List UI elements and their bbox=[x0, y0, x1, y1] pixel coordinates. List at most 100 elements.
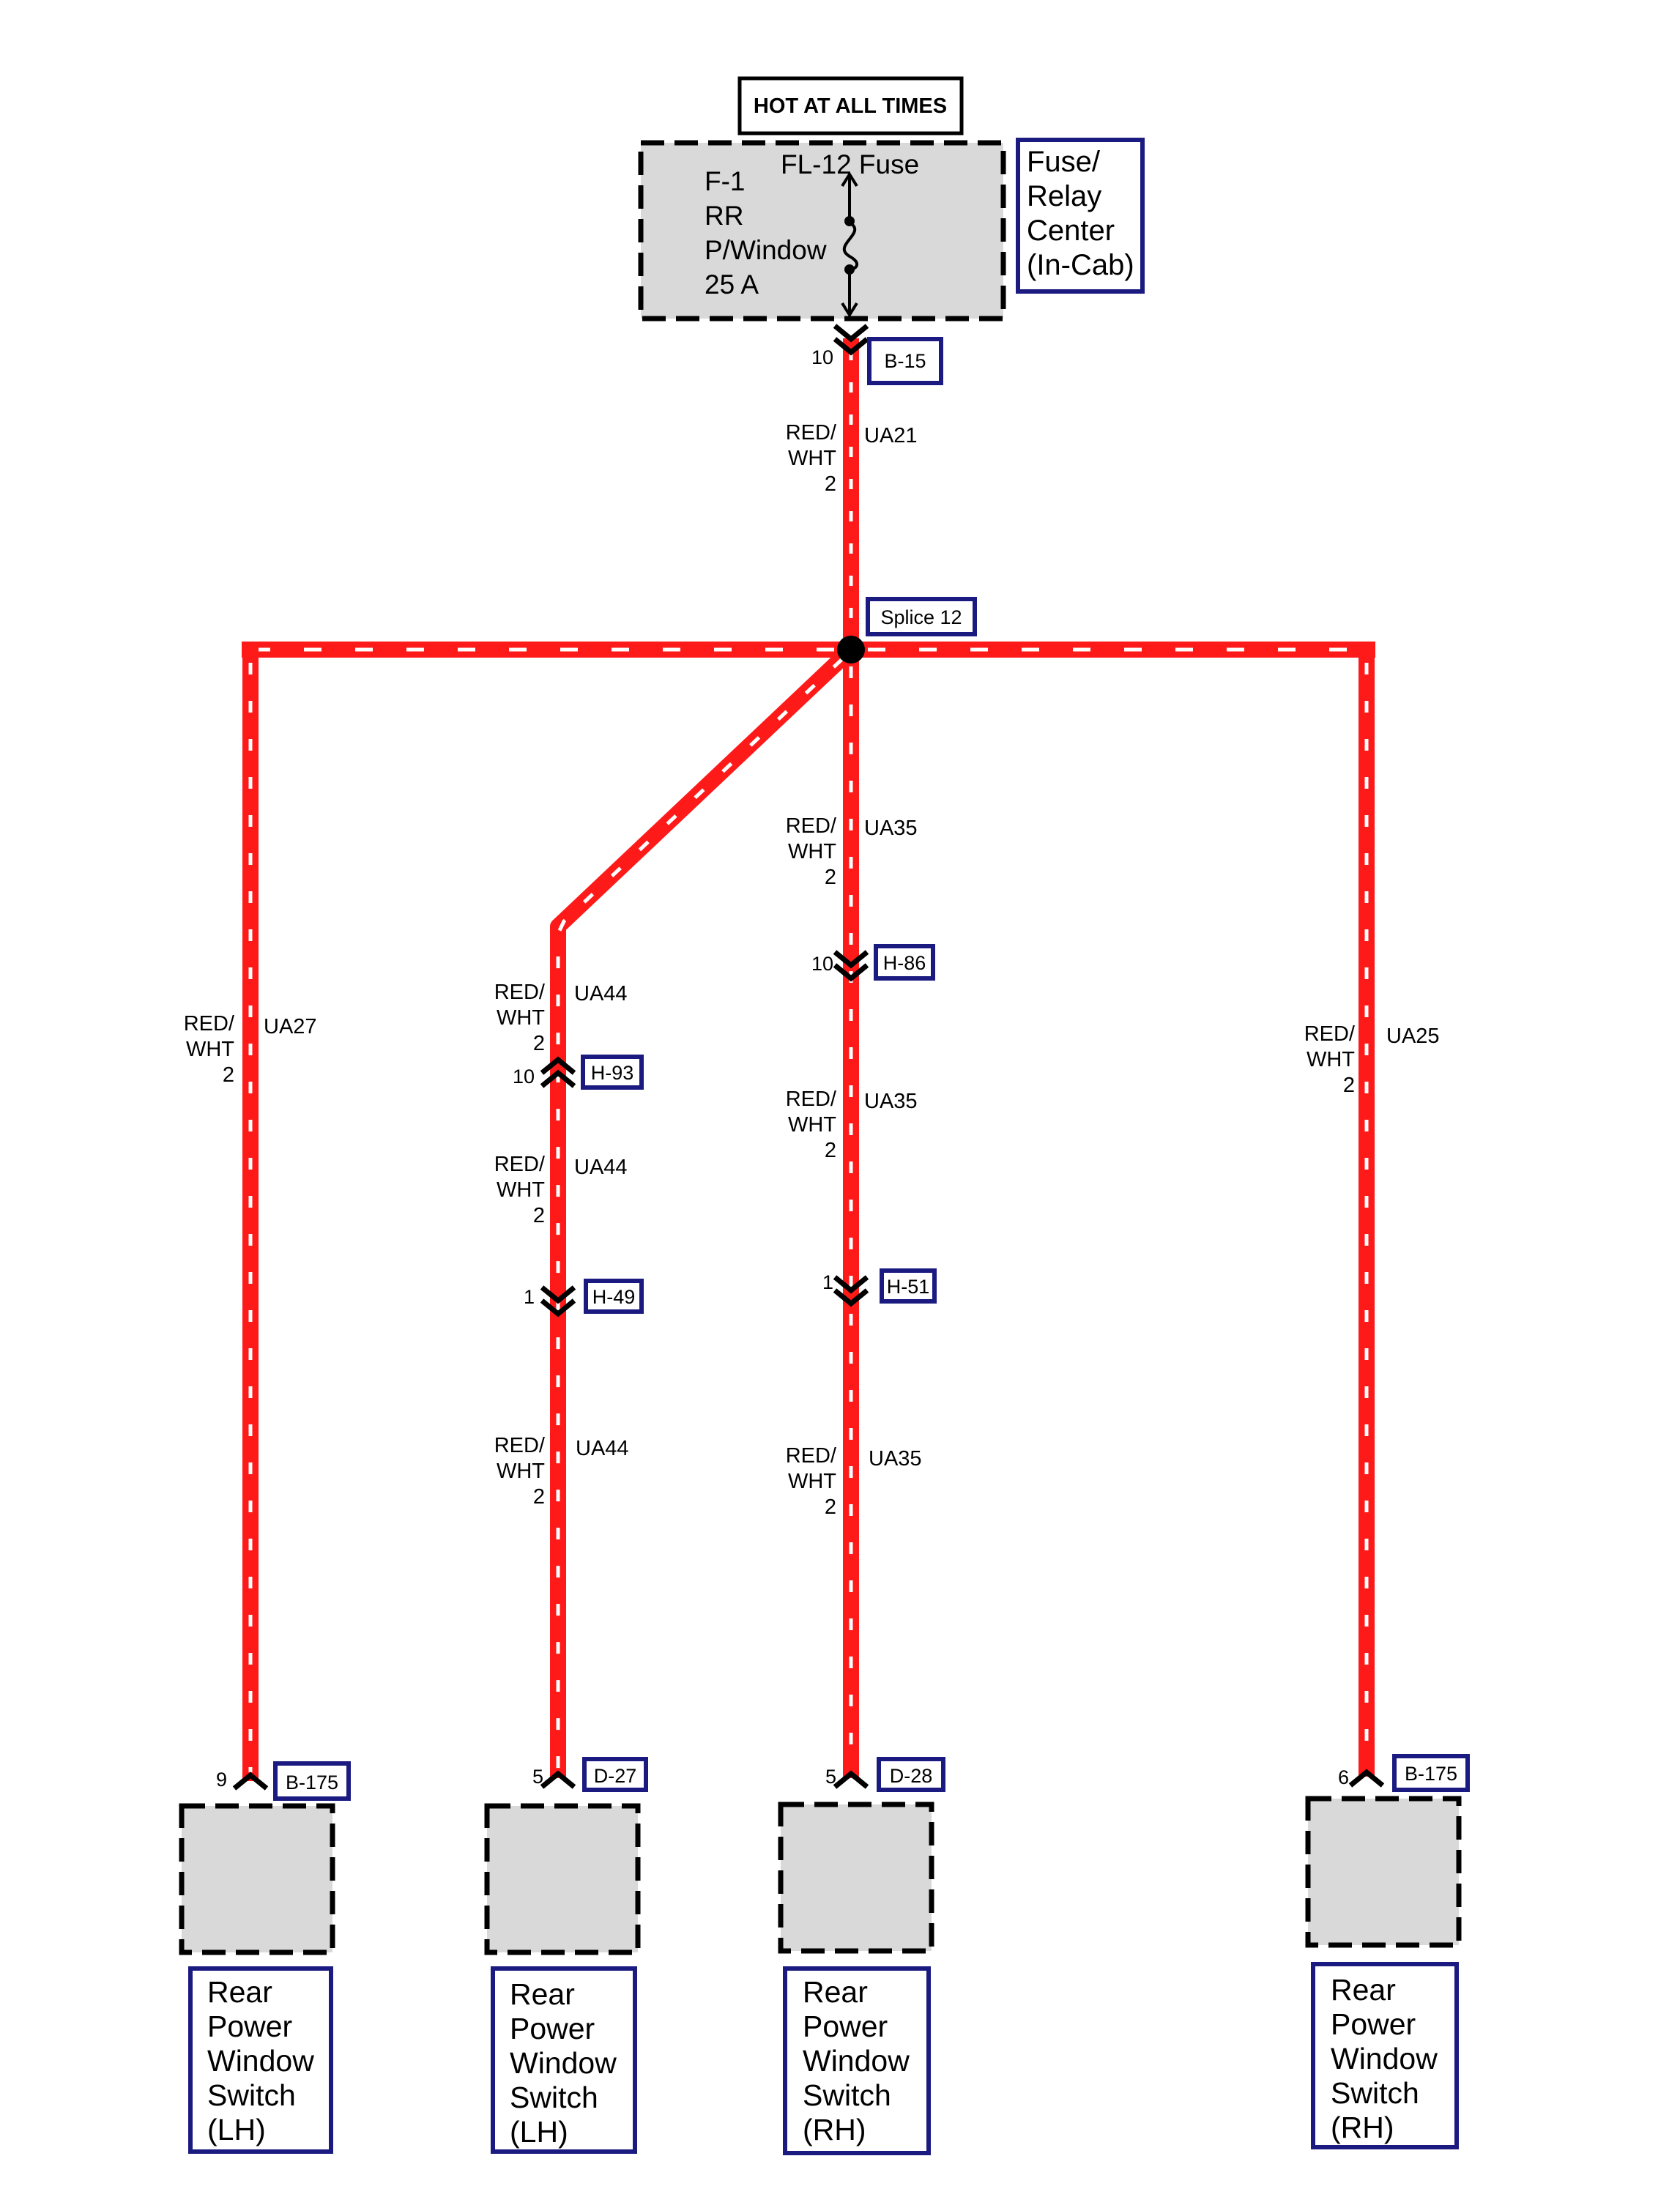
fuse-id-rr: RR bbox=[705, 201, 743, 231]
connector-d27-box bbox=[582, 1757, 648, 1792]
connector-d28-label: D-28 bbox=[890, 1765, 933, 1787]
wire-ua35-b-color-1: RED/ bbox=[786, 1088, 837, 1111]
connector-b175-left-icon bbox=[232, 1772, 269, 1791]
fuse-relay-center bbox=[638, 140, 1006, 321]
wire-ua44-b-color-2: WHT bbox=[497, 1178, 545, 1202]
wire-ua25-circuit: UA25 bbox=[1386, 1025, 1440, 1048]
fuse-location-box bbox=[1016, 138, 1145, 294]
wire-ua35-c-color-2: WHT bbox=[788, 1470, 836, 1493]
wire-ua35-c-color-1: RED/ bbox=[786, 1444, 837, 1468]
wire-ua27-gauge: 2 bbox=[223, 1063, 234, 1087]
component-switch-lh-2-label-box bbox=[491, 1966, 637, 2154]
component-switch-rh-1-line-5: (RH) bbox=[803, 2113, 866, 2146]
wire-ua35-c-circuit: UA35 bbox=[869, 1447, 922, 1471]
wire-ua27-circuit: UA27 bbox=[264, 1015, 317, 1038]
connector-h86-pin: 10 bbox=[811, 953, 833, 975]
connector-h93-box bbox=[581, 1055, 644, 1090]
connector-b175-right-box bbox=[1392, 1754, 1470, 1792]
connector-b15-box bbox=[867, 337, 943, 385]
wire-ua35-a-color-2: WHT bbox=[788, 840, 836, 863]
wire-ua21-color-2: WHT bbox=[788, 447, 836, 470]
connector-b175-left-box bbox=[273, 1761, 351, 1801]
hot-label-box bbox=[737, 76, 964, 135]
component-switch-rh-2 bbox=[1305, 1796, 1462, 1948]
wire-ua21-circuit: UA21 bbox=[864, 424, 918, 447]
component-switch-rh-1-line-4: Switch bbox=[803, 2078, 891, 2112]
fuse-id-amps: 25 A bbox=[705, 269, 759, 300]
wire-ua44-a-gauge: 2 bbox=[533, 1032, 545, 1055]
connector-d27-icon bbox=[540, 1770, 576, 1789]
splice-12-label: Splice 12 bbox=[880, 606, 962, 628]
component-switch-lh-1-line-3: Window bbox=[207, 2044, 314, 2078]
connector-d28-icon bbox=[833, 1770, 869, 1789]
fuse-location-line-3: Center bbox=[1027, 215, 1115, 247]
connector-h93-label: H-93 bbox=[591, 1062, 634, 1084]
connector-h49-pin: 1 bbox=[524, 1286, 535, 1308]
connector-d28-box bbox=[877, 1757, 945, 1792]
wire-ua44-c-color-1: RED/ bbox=[494, 1434, 546, 1457]
component-switch-lh-1-line-5: (LH) bbox=[207, 2113, 266, 2146]
wire-ua21-color-1: RED/ bbox=[786, 421, 837, 445]
connector-h49-box bbox=[584, 1279, 644, 1314]
connector-h86-box bbox=[874, 944, 935, 981]
wire-ua44-b-circuit: UA44 bbox=[574, 1156, 628, 1179]
fuse-symbol-icon bbox=[841, 171, 859, 318]
wire-ua44-b-gauge: 2 bbox=[533, 1204, 545, 1227]
component-switch-rh-2-line-3: Window bbox=[1331, 2042, 1438, 2075]
wire-ua44 bbox=[550, 644, 857, 1778]
component-switch-lh-2-line-5: (LH) bbox=[510, 2115, 568, 2149]
connector-d28-pin: 5 bbox=[825, 1766, 836, 1788]
wire-ua25-gauge: 2 bbox=[1343, 1074, 1355, 1097]
fuse-location-line-4: (In-Cab) bbox=[1027, 249, 1134, 281]
component-switch-lh-1-line-4: Switch bbox=[207, 2078, 296, 2112]
component-switch-lh-1-line-1: Rear bbox=[207, 1975, 272, 2009]
component-switch-rh-2-line-1: Rear bbox=[1331, 1973, 1396, 2007]
connector-h51-pin: 1 bbox=[822, 1271, 833, 1293]
connector-h51-label: H-51 bbox=[887, 1276, 930, 1298]
wire-ua44-c-color-2: WHT bbox=[497, 1460, 545, 1483]
wire-ua27-color-1: RED/ bbox=[184, 1012, 235, 1036]
component-switch-rh-2-line-4: Switch bbox=[1331, 2076, 1419, 2110]
connector-h51-box bbox=[880, 1268, 937, 1304]
connector-h86-label: H-86 bbox=[883, 952, 926, 974]
wire-ua35-a-color-1: RED/ bbox=[786, 814, 837, 838]
component-switch-rh-1-label-box bbox=[783, 1966, 931, 2155]
wire-ua44-c-circuit: UA44 bbox=[576, 1437, 629, 1460]
fuse-id-pwindow: P/Window bbox=[705, 235, 827, 265]
wire-ua35-a-circuit: UA35 bbox=[864, 817, 918, 840]
connector-b175-right-label: B-175 bbox=[1405, 1763, 1457, 1785]
wire-ua25-color-1: RED/ bbox=[1304, 1022, 1356, 1046]
wire-ua25-color-2: WHT bbox=[1307, 1048, 1355, 1071]
component-switch-rh-2-line-2: Power bbox=[1331, 2007, 1416, 2041]
wire-ua35-b-circuit: UA35 bbox=[864, 1090, 918, 1113]
wire-ua44-a-color-1: RED/ bbox=[494, 981, 546, 1004]
connector-b175-left-pin: 9 bbox=[216, 1769, 227, 1791]
component-switch-lh-1 bbox=[179, 1803, 335, 1955]
component-switch-rh-1-line-1: Rear bbox=[803, 1975, 868, 2009]
wire-ua44-a-color-2: WHT bbox=[497, 1006, 545, 1030]
wire-ua44-b-color-1: RED/ bbox=[494, 1153, 546, 1176]
splice-dot bbox=[837, 636, 865, 663]
connector-d27-pin: 5 bbox=[532, 1766, 543, 1788]
fuse-location-line-2: Relay bbox=[1027, 180, 1101, 212]
wire-ua21-gauge: 2 bbox=[825, 472, 836, 496]
component-switch-lh-2-line-3: Window bbox=[510, 2046, 617, 2080]
connector-b15-label: B-15 bbox=[884, 350, 926, 372]
component-switch-rh-1-line-3: Window bbox=[803, 2044, 910, 2078]
connector-h93-pin: 10 bbox=[513, 1066, 535, 1088]
connector-b175-right-pin: 6 bbox=[1338, 1766, 1349, 1788]
component-switch-rh-1-line-2: Power bbox=[803, 2010, 888, 2043]
connector-b15-pin: 10 bbox=[811, 346, 833, 368]
connector-h49-label: H-49 bbox=[592, 1286, 636, 1308]
component-switch-rh-1 bbox=[778, 1802, 934, 1954]
component-switch-lh-1-line-2: Power bbox=[207, 2010, 292, 2043]
component-switch-lh-2-line-4: Switch bbox=[510, 2081, 598, 2114]
component-switch-rh-2-line-5: (RH) bbox=[1331, 2111, 1394, 2144]
connector-b175-right-icon bbox=[1348, 1769, 1385, 1788]
wire-ua35-b-color-2: WHT bbox=[788, 1113, 836, 1137]
fuse-id-f1: F-1 bbox=[705, 166, 746, 196]
splice-12-box bbox=[866, 597, 977, 636]
component-switch-lh-2-line-1: Rear bbox=[510, 1977, 575, 2011]
wire-ua44-a-circuit: UA44 bbox=[574, 982, 628, 1005]
